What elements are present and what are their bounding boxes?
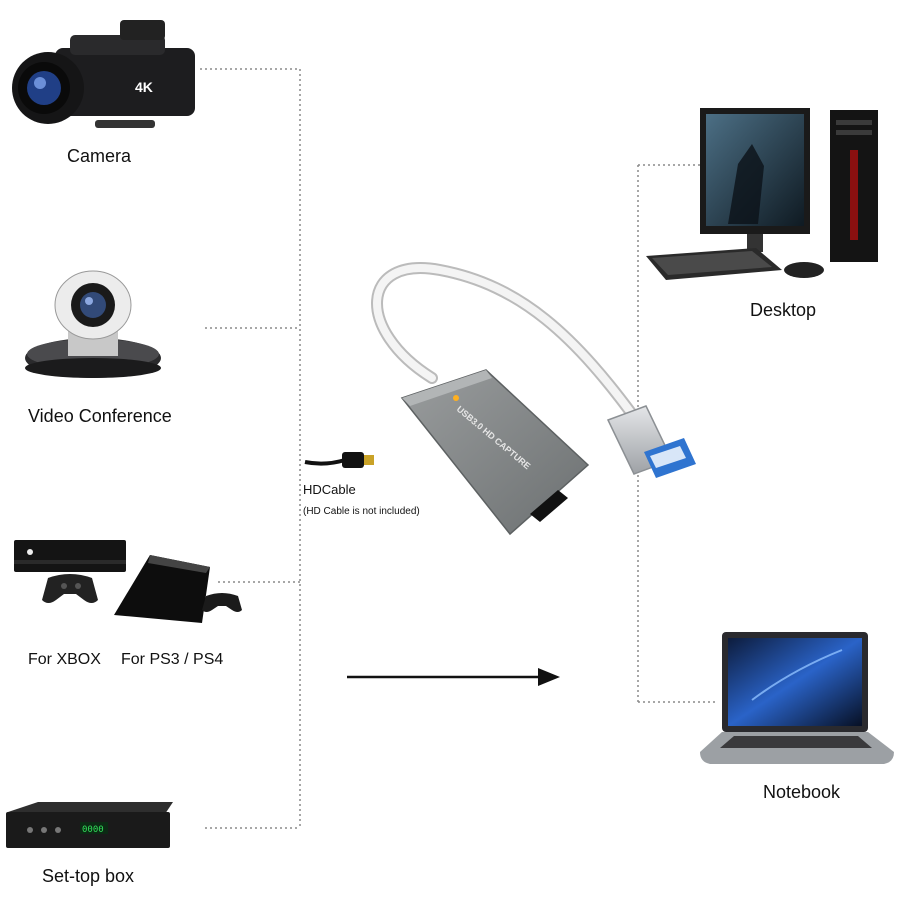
xbox-label: For XBOX <box>28 651 101 668</box>
set-top-box-display: 0000 <box>82 825 104 835</box>
laptop-icon <box>700 632 894 764</box>
hdmi-cable-icon <box>304 452 374 468</box>
ps-label: For PS3 / PS4 <box>121 651 224 668</box>
hd-cable-label: HDCable <box>303 482 356 497</box>
conference-camera-icon <box>25 270 161 378</box>
target-connector-lines <box>637 164 715 703</box>
video-conference-label: Video Conference <box>28 406 172 426</box>
camcorder-icon: 4K <box>12 20 195 128</box>
hd-cable-note: (HD Cable is not included) <box>303 506 420 517</box>
usb-capture-card-icon: USB3.0 HD CAPTURE <box>371 262 696 536</box>
notebook-label: Notebook <box>763 782 841 802</box>
set-top-box-label: Set-top box <box>42 866 135 886</box>
playstation-console-icon <box>114 555 242 623</box>
arrow-right-icon <box>347 668 560 686</box>
xbox-console-icon <box>14 540 126 603</box>
desktop-computer-icon <box>646 108 878 280</box>
camera-label: Camera <box>67 146 132 166</box>
source-connector-lines <box>200 68 301 829</box>
desktop-label: Desktop <box>750 300 817 320</box>
camcorder-4k-badge: 4K <box>135 79 153 95</box>
set-top-box-icon: 0000 <box>6 802 173 848</box>
